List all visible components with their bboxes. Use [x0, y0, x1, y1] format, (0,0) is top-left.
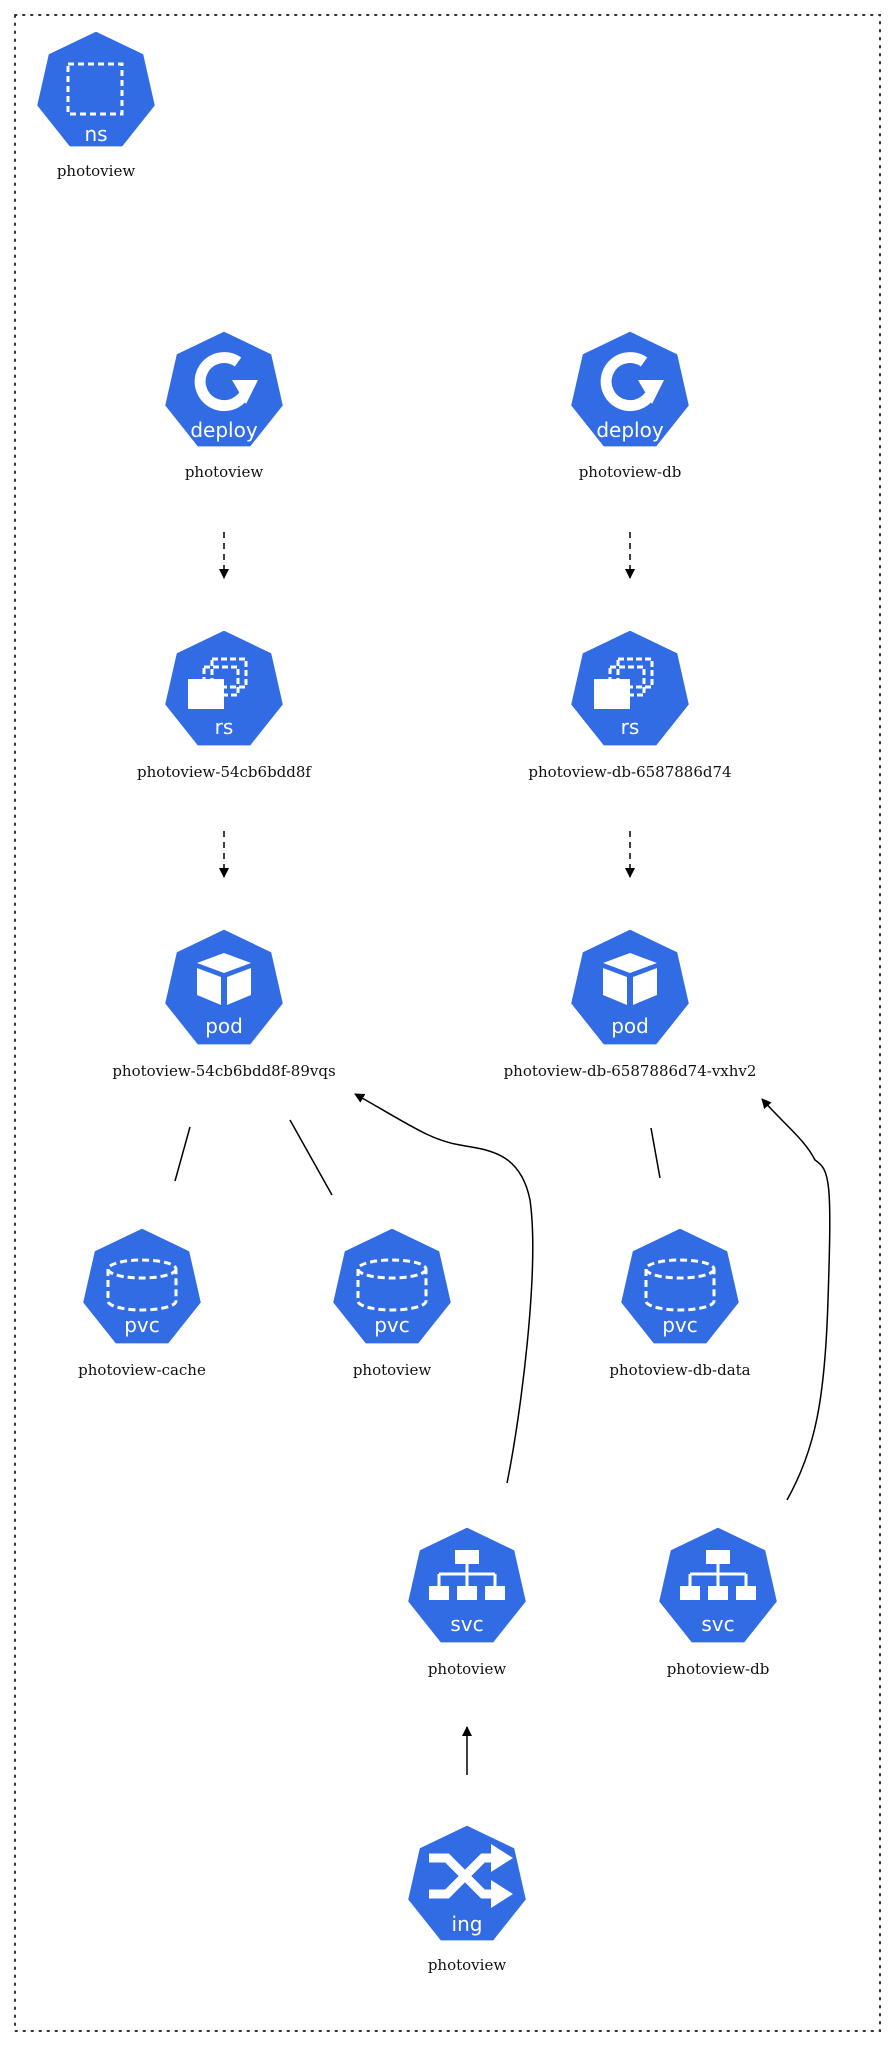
node-ing-photoview[interactable]: ing photoview [405, 1822, 529, 1974]
service-tree-icon [429, 1550, 505, 1600]
node-label: photoview-db-6587886d74 [528, 763, 731, 781]
edges [174, 532, 831, 1775]
node-namespace-photoview[interactable]: ns photoview [34, 28, 158, 180]
edge-svc-photoview-to-pod-photoview [354, 1093, 534, 1484]
node-label: photoview-cache [78, 1361, 206, 1379]
node-kind-tag: svc [450, 1612, 483, 1636]
node-label: photoview-db-6587886d74-vxhv2 [504, 1062, 757, 1080]
node-deploy-photoview-db[interactable]: deploy photoview-db [568, 328, 692, 481]
node-kind-tag: pod [611, 1014, 649, 1038]
edge-pod-photoview-db-to-pvc-photoview-db-data [650, 1127, 661, 1179]
edge-pod-photoview-to-pvc-photoview-cache [174, 1126, 191, 1182]
pod-cube-icon [197, 953, 251, 1005]
node-rs-photoview-db[interactable]: rs photoview-db-6587886d74 [528, 627, 732, 781]
node-label: photoview-54cb6bdd8f-89vqs [112, 1062, 335, 1080]
node-pvc-photoview[interactable]: pvc photoview [330, 1225, 454, 1379]
node-label: photoview [57, 162, 136, 180]
namespace-icon [66, 62, 124, 116]
pod-cube-icon [603, 953, 657, 1005]
edge-svc-photoview-db-to-pod-photoview-db [761, 1098, 831, 1501]
volume-icon [644, 1258, 716, 1312]
node-kind-tag: pvc [662, 1313, 698, 1337]
node-pod-photoview[interactable]: pod photoview-54cb6bdd8f-89vqs [112, 926, 336, 1080]
node-kind-tag: pod [205, 1014, 243, 1038]
node-label: photoview-db [579, 463, 682, 481]
edge-pod-photoview-to-pvc-photoview [289, 1119, 333, 1196]
node-svc-photoview[interactable]: svc photoview [405, 1524, 529, 1678]
node-kind-tag: ing [452, 1912, 483, 1936]
node-kind-tag: ns [84, 122, 107, 146]
node-label: photoview [428, 1660, 507, 1678]
node-pvc-photoview-db-data[interactable]: pvc photoview-db-data [609, 1225, 751, 1379]
node-label: photoview [185, 463, 264, 481]
node-kind-tag: rs [215, 715, 234, 739]
node-label: photoview-db [667, 1660, 770, 1678]
node-kind-tag: deploy [190, 418, 257, 442]
node-kind-tag: rs [621, 715, 640, 739]
node-pod-photoview-db[interactable]: pod photoview-db-6587886d74-vxhv2 [504, 926, 757, 1080]
node-kind-tag: pvc [124, 1313, 160, 1337]
node-svc-photoview-db[interactable]: svc photoview-db [656, 1524, 780, 1678]
volume-icon [356, 1258, 428, 1312]
node-label: photoview [428, 1956, 507, 1974]
namespace-boundary [14, 14, 881, 2032]
replicaset-icon [594, 657, 654, 709]
node-rs-photoview[interactable]: rs photoview-54cb6bdd8f [137, 627, 312, 781]
replicaset-icon [188, 657, 248, 709]
deployment-icon [600, 352, 664, 412]
node-pvc-photoview-cache[interactable]: pvc photoview-cache [78, 1225, 206, 1379]
node-kind-tag: deploy [596, 418, 663, 442]
volume-icon [106, 1258, 178, 1312]
node-deploy-photoview[interactable]: deploy photoview [162, 328, 286, 481]
ingress-shuffle-icon [429, 1844, 513, 1908]
node-label: photoview-db-data [609, 1361, 750, 1379]
deployment-icon [194, 352, 258, 412]
nodes: ns photoview deploy photoview deploy pho… [34, 28, 780, 1974]
node-kind-tag: pvc [374, 1313, 410, 1337]
service-tree-icon [680, 1550, 756, 1600]
node-label: photoview [353, 1361, 432, 1379]
node-label: photoview-54cb6bdd8f [137, 763, 312, 781]
node-kind-tag: svc [701, 1612, 734, 1636]
